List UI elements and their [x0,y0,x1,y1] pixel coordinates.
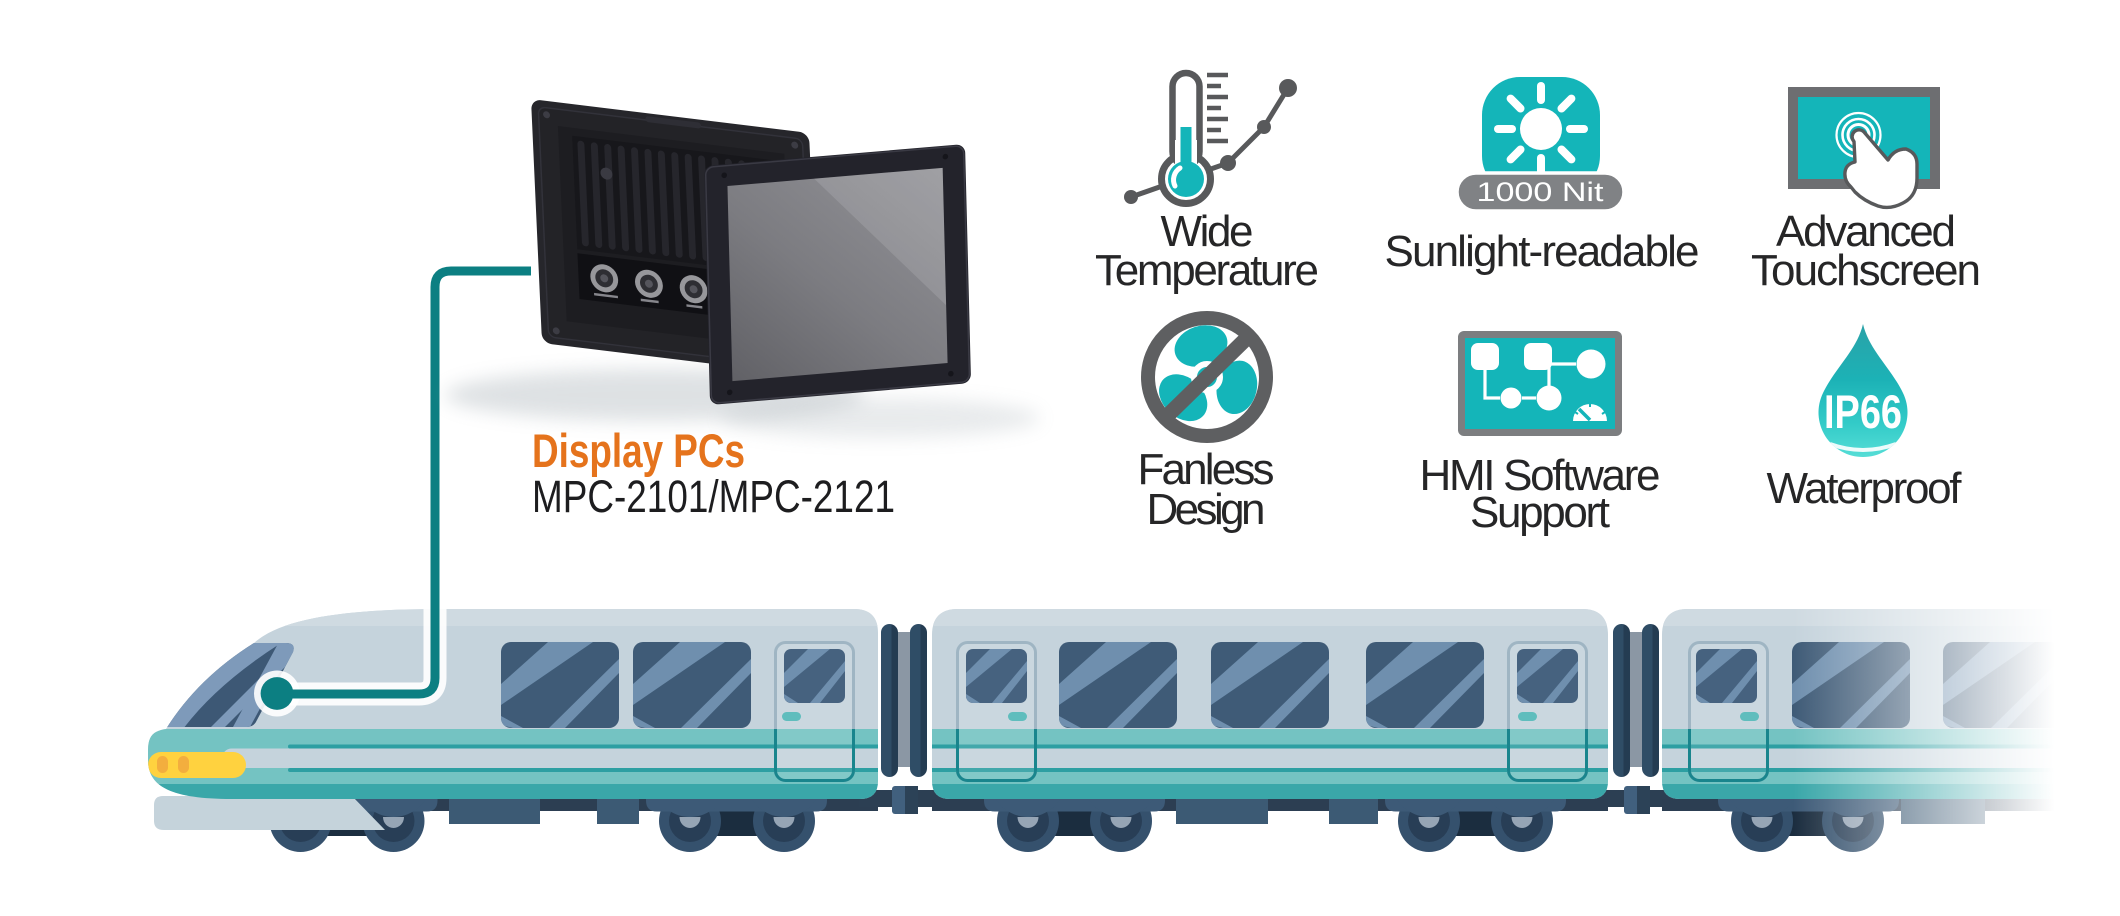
svg-text:Waterproof: Waterproof [1767,464,1963,513]
svg-text:Fanless: Fanless [1138,445,1275,494]
svg-text:MPC-2101/MPC-2121: MPC-2101/MPC-2121 [532,471,895,522]
svg-text:Support: Support [1470,488,1610,537]
svg-text:IP66: IP66 [1824,385,1902,438]
svg-text:Advanced: Advanced [1776,207,1956,256]
svg-text:Sunlight-readable: Sunlight-readable [1385,227,1700,276]
svg-text:Touchscreen: Touchscreen [1751,246,1981,295]
svg-text:Temperature: Temperature [1095,246,1319,295]
svg-text:1000 Nit: 1000 Nit [1477,177,1605,207]
svg-text:Wide: Wide [1161,207,1254,256]
svg-text:Display PCs: Display PCs [532,424,745,477]
svg-text:Design: Design [1147,485,1266,534]
svg-text:HMI Software: HMI Software [1420,451,1661,500]
